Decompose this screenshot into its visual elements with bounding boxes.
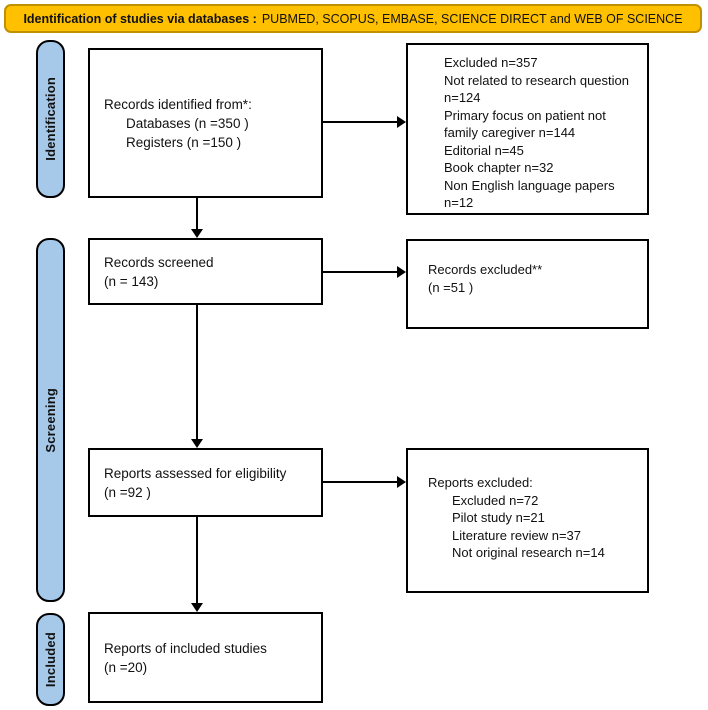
reports-excluded-item: Not original research n=14 [452, 545, 605, 560]
box-records-excluded: Records excluded** (n =51 ) [406, 239, 649, 329]
reports-assessed-line2: (n =92 ) [104, 484, 151, 500]
reports-excluded-item: Pilot study n=21 [452, 510, 545, 525]
reports-excluded-title: Reports excluded: [428, 475, 533, 490]
records-excluded-line1: Records excluded** [428, 262, 543, 277]
reports-included-line1: Reports of included studies [104, 640, 267, 656]
box-records-screened: Records screened (n = 143) [88, 238, 323, 305]
header-banner: Identification of studies via databases … [4, 4, 702, 33]
stage-bar-included: Included [36, 613, 65, 706]
box-records-identified: Records identified from*: Databases (n =… [88, 48, 323, 198]
arrow-screened-to-assessed-head [191, 439, 203, 448]
arrow-assessed-to-included-line [196, 517, 198, 604]
arrow-identified-to-excluded-line [323, 121, 398, 123]
excluded-initial-line: Non English language papers n=12 [444, 177, 615, 211]
box-reports-excluded: Reports excluded: Excluded n=72 Pilot st… [406, 448, 649, 593]
arrow-assessed-to-excluded-head [397, 476, 406, 488]
reports-excluded-item: Literature review n=37 [452, 527, 581, 543]
excluded-initial-line: Primary focus on patient not family care… [444, 107, 606, 141]
records-identified-line2: Databases (n =350 ) [126, 115, 249, 131]
stage-label-included: Included [43, 631, 58, 688]
header-title-databases: PUBMED, SCOPUS, EMBASE, SCIENCE DIRECT a… [261, 11, 683, 26]
arrow-identified-to-screened-head [191, 229, 203, 238]
stage-bar-screening: Screening [36, 238, 65, 602]
excluded-initial-line: Editorial n=45 [444, 142, 524, 158]
arrow-identified-to-excluded-head [397, 116, 406, 128]
reports-assessed-line1: Reports assessed for eligibility [104, 465, 287, 481]
box-reports-assessed: Reports assessed for eligibility (n =92 … [88, 448, 323, 517]
arrow-assessed-to-included-head [191, 603, 203, 612]
arrow-screened-to-excluded-line [323, 271, 398, 273]
arrow-screened-to-assessed-line [196, 305, 198, 440]
header-title-bold: Identification of studies via databases … [23, 11, 257, 26]
excluded-initial-line: Book chapter n=32 [444, 160, 554, 175]
excluded-initial-line: Not related to research question n=124 [444, 72, 629, 106]
arrow-identified-to-screened-line [196, 198, 198, 231]
records-excluded-line2: (n =51 ) [428, 279, 474, 295]
arrow-screened-to-excluded-head [397, 266, 406, 278]
excluded-initial-line: Excluded n=357 [444, 55, 538, 70]
reports-included-line2: (n =20) [104, 659, 148, 675]
stage-label-screening: Screening [43, 387, 58, 453]
records-screened-line1: Records screened [104, 254, 214, 270]
box-reports-included: Reports of included studies (n =20) [88, 612, 323, 703]
records-identified-line3: Registers (n =150 ) [126, 134, 242, 150]
records-identified-line1: Records identified from*: [104, 96, 252, 112]
box-excluded-initial: Excluded n=357 Not related to research q… [406, 43, 649, 215]
records-screened-line2: (n = 143) [104, 273, 159, 289]
arrow-assessed-to-excluded-line [323, 481, 398, 483]
stage-bar-identification: Identification [36, 40, 65, 198]
reports-excluded-item: Excluded n=72 [452, 492, 539, 508]
stage-label-identification: Identification [43, 77, 58, 161]
